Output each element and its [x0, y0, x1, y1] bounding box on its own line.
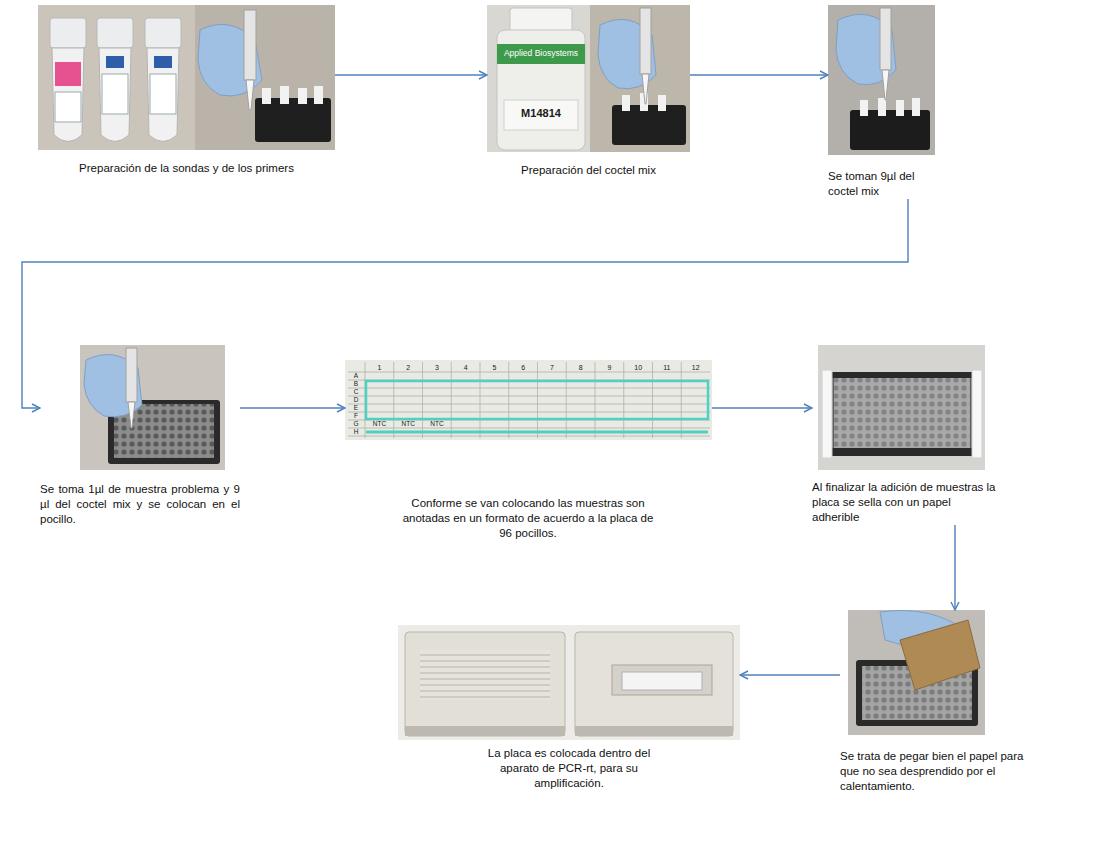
photo-tubes — [38, 5, 195, 150]
flow-arrow — [954, 525, 955, 610]
step-node: Preparación del coctel mix — [487, 5, 690, 178]
photo-text: 10 — [634, 364, 642, 371]
photo-text: NTC — [401, 421, 414, 428]
step-caption: Se toman 9µl del coctel mix — [828, 169, 940, 199]
photo-text: M14814 — [521, 108, 561, 119]
photo-text: B — [354, 381, 358, 388]
photo-text: 9 — [607, 364, 611, 371]
photo-text: 3 — [435, 364, 439, 371]
step-caption: Se toma 1µl de muestra problema y 9 µl d… — [40, 482, 240, 527]
flow-arrow — [690, 74, 828, 75]
photo-pipette — [195, 5, 335, 150]
photo-text: G — [353, 421, 358, 428]
step-node: Preparación de la sondas y de los primer… — [38, 5, 335, 176]
step-caption: La placa es colocada dentro del aparato … — [481, 746, 657, 791]
photo-text: E — [354, 405, 358, 412]
photo-slot — [828, 5, 940, 169]
flow-arrow — [335, 74, 487, 75]
flow-arrow — [712, 407, 812, 408]
photo-pipette — [590, 5, 690, 152]
step-caption: Preparación del coctel mix — [487, 163, 690, 178]
step-caption: Al finalizar la adición de muestras la p… — [812, 480, 1000, 525]
photo-text: 5 — [492, 364, 496, 371]
photo-text: 4 — [464, 364, 468, 371]
photo-text: 12 — [692, 364, 700, 371]
step-node: Al finalizar la adición de muestras la p… — [812, 345, 1000, 525]
photo-plate-sheet — [345, 360, 712, 440]
step-node: Se trata de pegar bien el papel para que… — [840, 610, 1030, 794]
photo-text: 1 — [377, 364, 381, 371]
step-node: Se toman 9µl del coctel mix — [828, 5, 940, 199]
photo-pipette — [828, 5, 935, 155]
photo-plate-pipette — [80, 345, 225, 470]
photo-sealed-plate — [818, 345, 985, 470]
photo-slot — [345, 360, 712, 496]
flow-arrow — [240, 407, 345, 408]
photo-text: C — [354, 389, 359, 396]
step-node: Conforme se van colocando las muestras s… — [345, 360, 712, 541]
photo-text: A — [354, 373, 358, 380]
photo-text: 2 — [406, 364, 410, 371]
photo-text: 11 — [663, 364, 670, 371]
photo-slot — [812, 345, 1000, 480]
flow-arrow — [22, 199, 908, 408]
photo-text: NTC — [373, 421, 386, 428]
step-caption: Preparación de la sondas y de los primer… — [38, 161, 335, 176]
step-node: La placa es colocada dentro del aparato … — [398, 625, 740, 791]
photo-bottle — [487, 5, 590, 152]
photo-text: 8 — [579, 364, 583, 371]
photo-pcr-machines — [398, 625, 740, 740]
photo-slot — [38, 5, 335, 161]
photo-text: Applied Biosystems — [504, 49, 578, 58]
step-caption: Conforme se van colocando las muestras s… — [397, 496, 659, 541]
step-caption: Se trata de pegar bien el papel para que… — [840, 749, 1030, 794]
photo-text: F — [354, 413, 358, 420]
photo-slot — [40, 345, 240, 482]
photo-seal-press — [848, 610, 985, 735]
photo-slot — [487, 5, 690, 163]
step-node: Se toma 1µl de muestra problema y 9 µl d… — [40, 345, 240, 527]
photo-slot — [398, 625, 740, 746]
photo-slot — [840, 610, 1030, 749]
photo-text: 6 — [521, 364, 525, 371]
photo-text: D — [354, 397, 359, 404]
photo-text: H — [354, 429, 359, 436]
photo-text: 7 — [550, 364, 554, 371]
photo-text: NTC — [430, 421, 443, 428]
flow-arrow — [740, 674, 840, 675]
